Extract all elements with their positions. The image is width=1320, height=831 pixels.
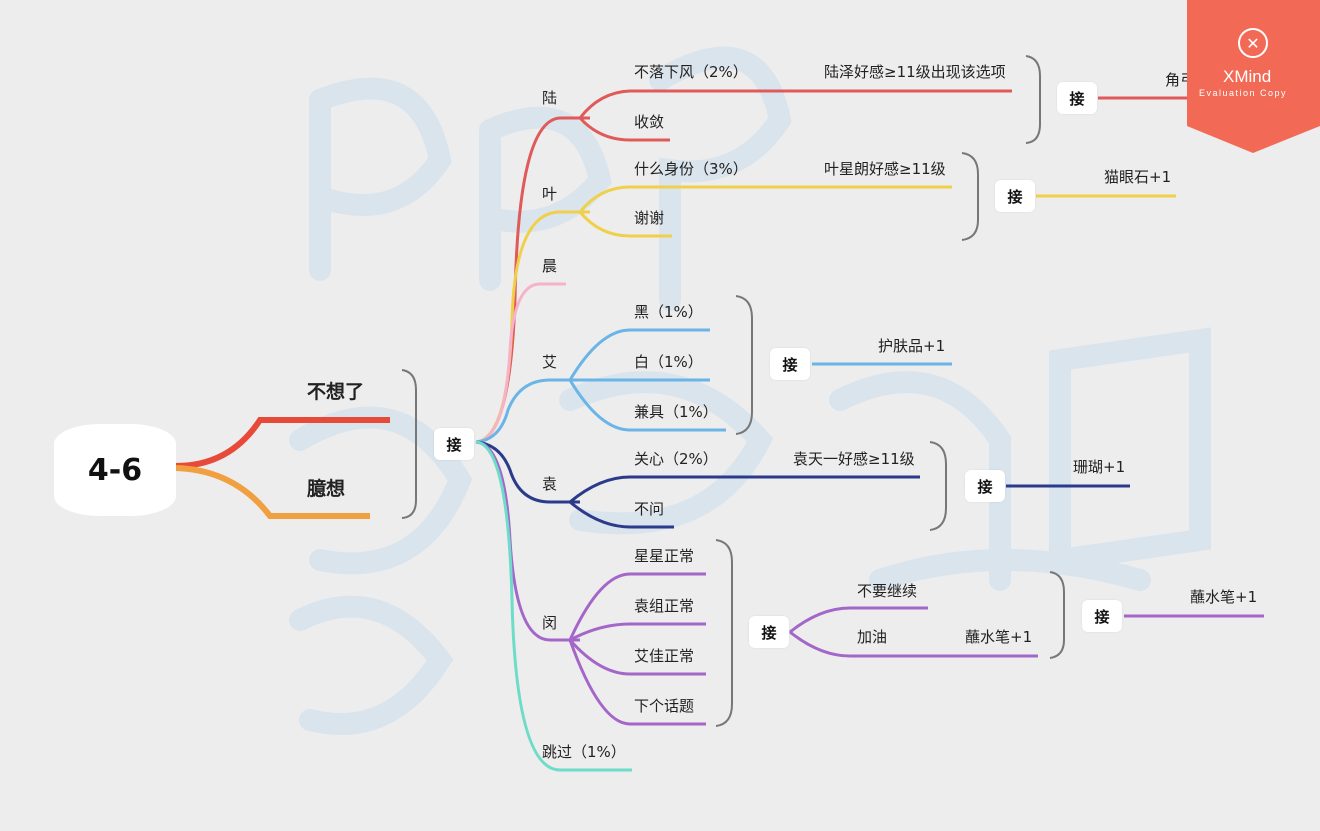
- yuan-option-2[interactable]: 不问: [634, 500, 665, 518]
- evaluation-badge: ✕ XMind Evaluation Copy: [1187, 0, 1320, 153]
- node-imagine[interactable]: 臆想: [307, 478, 346, 500]
- yuan-reward[interactable]: 珊瑚+1: [1073, 458, 1126, 476]
- min-option-3[interactable]: 艾佳正常: [634, 647, 695, 665]
- branch-yuan[interactable]: 袁: [542, 475, 558, 493]
- lu-option-1[interactable]: 不落下风（2%）: [634, 63, 748, 81]
- branch-ai[interactable]: 艾: [542, 353, 558, 371]
- branch-skip[interactable]: 跳过（1%）: [542, 743, 626, 761]
- ai-option-3[interactable]: 兼具（1%）: [634, 403, 718, 421]
- yuan-option-1[interactable]: 关心（2%）: [634, 450, 718, 468]
- branch-min[interactable]: 闵: [542, 614, 558, 632]
- lu-note[interactable]: 陆泽好感≥11级出现该选项: [824, 63, 1006, 81]
- min-reward[interactable]: 蘸水笔+1: [1190, 588, 1258, 606]
- ai-join-node[interactable]: 接: [770, 348, 810, 380]
- min-join-node-2[interactable]: 接: [1082, 600, 1122, 632]
- branch-chen[interactable]: 晨: [542, 257, 558, 275]
- ye-option-2[interactable]: 谢谢: [634, 209, 665, 227]
- ai-option-2[interactable]: 白（1%）: [634, 353, 703, 371]
- ai-option-1[interactable]: 黑（1%）: [634, 303, 703, 321]
- badge-brand: XMind: [1223, 67, 1272, 86]
- min-option-4[interactable]: 下个话题: [634, 697, 695, 715]
- ye-note[interactable]: 叶星朗好感≥11级: [824, 160, 946, 178]
- ye-join-node[interactable]: 接: [995, 180, 1035, 212]
- min-option-2[interactable]: 袁组正常: [634, 597, 695, 615]
- yuan-note[interactable]: 袁天一好感≥11级: [793, 450, 915, 468]
- ye-option-1[interactable]: 什么身份（3%）: [634, 160, 748, 178]
- min-option-1[interactable]: 星星正常: [634, 547, 695, 565]
- min-sub-option-1[interactable]: 不要继续: [857, 582, 918, 600]
- badge-shape: [1187, 0, 1320, 153]
- badge-subtitle: Evaluation Copy: [1199, 88, 1288, 98]
- yuan-join-node[interactable]: 接: [965, 470, 1005, 502]
- lu-option-2[interactable]: 收敛: [634, 113, 665, 131]
- branch-ye[interactable]: 叶: [542, 185, 558, 203]
- lu-join-node[interactable]: 接: [1057, 82, 1097, 114]
- min-sub-reward[interactable]: 蘸水笔+1: [965, 628, 1033, 646]
- close-icon[interactable]: ✕: [1238, 28, 1268, 58]
- root-node[interactable]: 4-6: [54, 424, 176, 516]
- ye-reward[interactable]: 猫眼石+1: [1104, 168, 1172, 186]
- branch-lu[interactable]: 陆: [542, 89, 558, 107]
- ai-reward[interactable]: 护肤品+1: [878, 337, 946, 355]
- min-sub-option-2[interactable]: 加油: [857, 628, 888, 646]
- hub-join-node[interactable]: 接: [434, 428, 474, 460]
- node-not-thinking[interactable]: 不想了: [307, 381, 365, 403]
- min-join-node[interactable]: 接: [749, 616, 789, 648]
